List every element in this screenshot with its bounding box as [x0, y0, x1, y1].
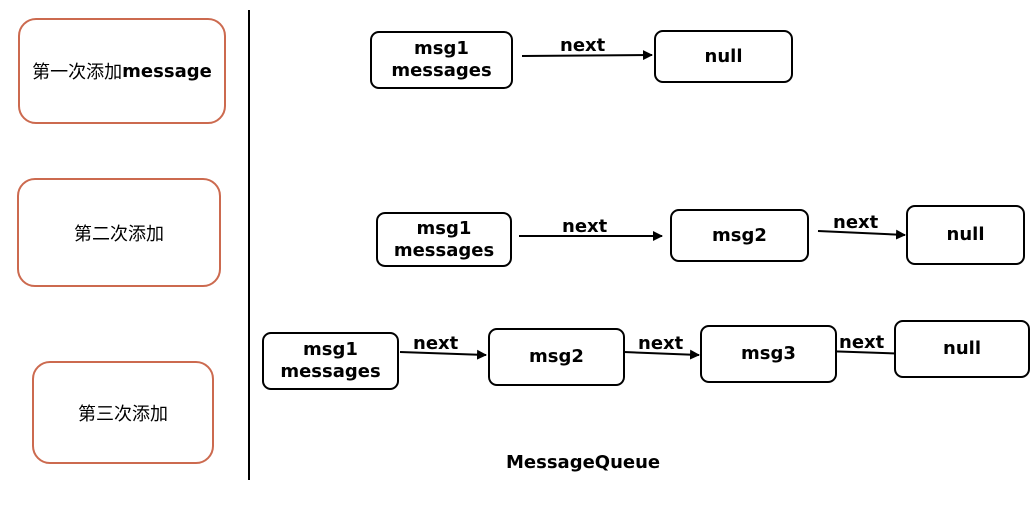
node-r2-msg2: msg2 [670, 209, 809, 262]
node-r3-msg3: msg3 [700, 325, 837, 383]
diagram-caption: MessageQueue [506, 452, 661, 473]
node-r3-msg1: msg1 messages [262, 332, 399, 390]
node-r2-msg1-line1: msg1 [416, 217, 472, 239]
node-r2-msg1: msg1 messages [376, 212, 512, 267]
step-label-1: 第一次添加 [32, 62, 123, 83]
edge-arrow-r3-1 [399, 349, 487, 360]
node-r1-msg1-line1: msg1 [414, 38, 469, 59]
node-r3-null: null [894, 320, 1030, 378]
edge-label-r3-3: next [839, 332, 885, 353]
edge-label-r1-1: next [560, 35, 606, 56]
edge-label-r3-2: next [638, 333, 684, 354]
step-label-3: 第三次添加 [78, 403, 168, 425]
step-label-1-en: message [122, 60, 212, 82]
node-r2-msg1-line2: messages [393, 239, 495, 261]
edge-arrow-r3-2 [623, 349, 700, 360]
node-r1-msg1-line2: messages [391, 60, 492, 81]
node-r3-msg3-label: msg3 [741, 343, 796, 364]
node-r3-msg2: msg2 [488, 328, 625, 386]
edge-label-r2-1: next [562, 216, 608, 237]
node-r3-msg2-label: msg2 [529, 346, 584, 367]
node-r2-msg2-label: msg2 [712, 224, 767, 246]
node-r1-msg1: msg1 messages [370, 31, 513, 89]
node-r2-null: null [906, 205, 1025, 265]
node-r3-msg1-line1: msg1 [303, 339, 358, 360]
node-r1-null-label: null [704, 45, 743, 67]
edge-arrow-r1-1 [521, 50, 653, 61]
node-r3-msg1-line2: messages [280, 361, 381, 382]
edge-arrow-r2-2 [817, 229, 906, 240]
step-box-2: 第二次添加 [17, 178, 221, 287]
node-r3-null-label: null [943, 338, 981, 359]
node-r2-null-label: null [946, 224, 985, 245]
edge-label-r2-2: next [833, 212, 879, 233]
node-r1-null: null [654, 30, 793, 83]
edge-label-r3-1: next [413, 333, 459, 354]
step-box-3: 第三次添加 [32, 361, 214, 464]
step-label-2: 第二次添加 [74, 223, 164, 245]
divider-line [248, 10, 250, 480]
